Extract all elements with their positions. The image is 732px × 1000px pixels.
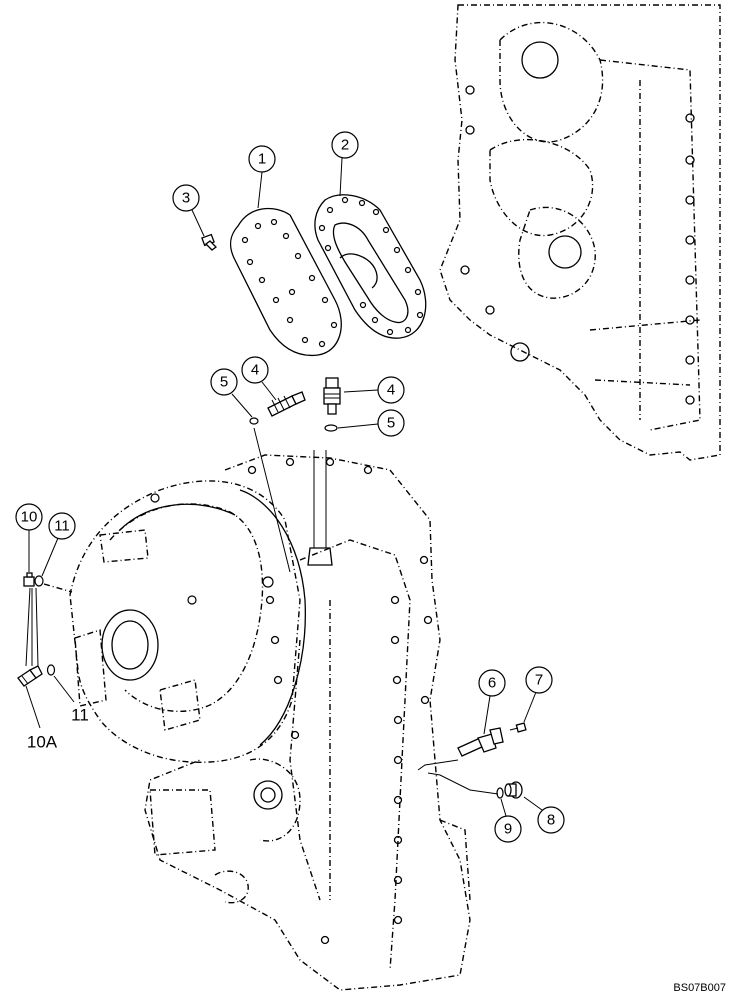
bolt [201,233,217,251]
callout-5-left: 5 [210,368,253,418]
callout-8: 8 [523,796,565,834]
fitting-right [323,377,341,415]
figure-code: BS07B007 [673,982,726,994]
callout-3: 3 [172,184,205,237]
callout-5-right: 5 [337,409,405,437]
svg-text:10A: 10A [27,733,58,752]
svg-text:6: 6 [488,675,496,692]
callout-2: 2 [331,131,359,197]
callout-11-lower: 11 [53,675,89,725]
callout-6: 6 [478,669,506,735]
svg-text:9: 9 [504,821,512,838]
drain-plug [504,781,523,799]
o-ring-11-upper [34,575,44,587]
svg-text:11: 11 [71,706,89,725]
svg-text:11: 11 [54,518,70,535]
callout-9: 9 [494,798,522,843]
svg-text:2: 2 [341,137,349,154]
callout-11-upper: 11 [41,512,76,577]
fitting-10a [17,665,43,687]
svg-text:1: 1 [258,151,266,168]
speed-sensor [457,727,504,757]
callout-7: 7 [523,666,553,723]
callout-10: 10 [15,503,43,572]
transmission-housing-lower [69,454,471,991]
fitting-10 [23,572,35,587]
callout-1: 1 [248,145,276,209]
svg-text:4: 4 [251,362,259,379]
svg-text:5: 5 [220,374,228,391]
svg-text:3: 3 [182,190,190,207]
transmission-housing-upper [439,4,721,461]
o-ring-right [324,424,338,432]
gasket [314,194,427,339]
o-ring-11-lower [46,664,56,676]
sensor-bolt [509,722,527,733]
svg-text:8: 8 [547,812,555,829]
callout-4-right: 4 [343,376,405,404]
cover-plate [229,207,342,357]
plug-o-ring [496,787,504,799]
fitting-left [267,391,306,417]
svg-text:5: 5 [387,415,395,432]
svg-text:7: 7 [535,672,543,689]
callout-10a: 10A [25,685,58,752]
o-ring-left [249,417,259,425]
svg-text:4: 4 [387,382,395,399]
callout-4-left: 4 [241,356,277,401]
svg-text:10: 10 [21,509,38,526]
